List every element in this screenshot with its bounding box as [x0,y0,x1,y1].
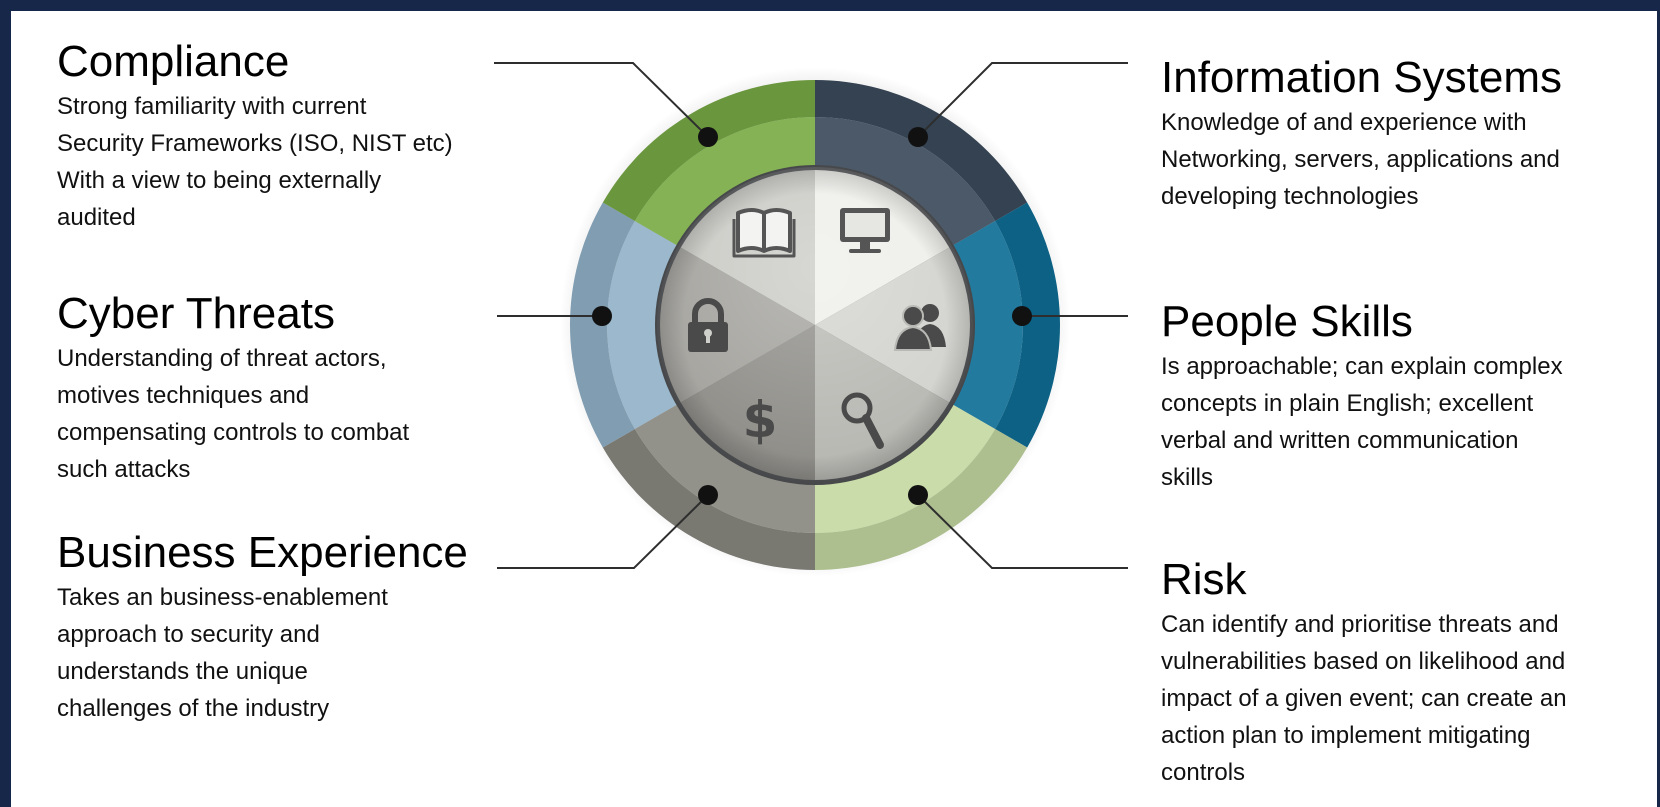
business-experience-title: Business Experience [57,528,468,577]
ring-segment-risk [602,429,815,570]
people-skills-block: People Skills Is approachable; can expla… [1161,296,1641,496]
inner-ring-segment-risk [634,404,815,533]
people-skills-line: skills [1161,464,1213,491]
risk-line: Can identify and prioritise threats and [1161,611,1559,638]
information-systems-description: Knowledge of and experience with Network… [1161,104,1641,215]
ring-segment-compliance [815,80,1028,221]
compliance-line: Security Frameworks (ISO, NIST etc) [57,130,453,157]
cyber-threats-line: such attacks [57,456,191,483]
business-experience-line: understands the unique [57,658,308,685]
inner-ring-segment-compliance [815,117,996,246]
cyber-threats-title: Cyber Threats [57,289,335,338]
cyber-threats-line: compensating controls to combat [57,419,410,446]
people-skills-line: verbal and written communication [1161,427,1519,454]
connector-dot-compliance [698,127,718,147]
connector-dot-risk [908,485,928,505]
business-experience-line: Takes an business-enablement [57,584,388,611]
ring-segment-information-systems [995,202,1060,448]
information-systems-line: Knowledge of and experience with [1161,109,1527,136]
wheel-inner-ring [607,117,1024,533]
cyber-threats-line: Understanding of threat actors, [57,345,387,372]
magnifier-icon [841,392,884,449]
dollar-icon: $ [743,391,778,449]
connector-dot-information-systems [908,127,928,147]
compliance-line: audited [57,204,136,231]
business-experience-line: challenges of the industry [57,695,330,722]
book-icon [732,208,796,258]
cyber-threats-line: motives techniques and [57,382,310,409]
cyber-threats-description: Understanding of threat actors, motives … [57,340,497,488]
compliance-description: Strong familiarity with current Security… [57,88,517,236]
padlock-icon [688,298,728,352]
compliance-line: Strong familiarity with current [57,93,367,120]
connector-dot-people-skills [1012,306,1032,326]
people-skills-title: People Skills [1161,297,1413,346]
risk-line: controls [1161,759,1246,786]
people-skills-description: Is approachable; can explain complex con… [1161,348,1641,496]
information-systems-block: Information Systems Knowledge of and exp… [1161,52,1641,215]
risk-line: action plan to implement mitigating [1161,722,1531,749]
risk-description: Can identify and prioritise threats and … [1161,606,1656,791]
risk-block: Risk Can identify and prioritise threats… [1161,554,1656,791]
compliance-title: Compliance [57,37,290,86]
business-experience-line: approach to security and [57,621,320,648]
people-skills-line: concepts in plain English; excellent [1161,390,1534,417]
risk-title: Risk [1161,555,1247,604]
compliance-block: Compliance Strong familiarity with curre… [57,36,517,236]
risk-line: vulnerabilities based on likelihood and [1161,648,1566,675]
monitor-icon [840,208,890,253]
connector-compliance [494,62,709,138]
people-icon [893,304,946,351]
connector-information-systems [917,62,1128,138]
inner-ring-segment-information-systems [951,221,1024,429]
inner-ring-segment-people-skills [815,404,996,533]
inner-ring-segment-cyber-threats [634,117,815,246]
information-systems-line: Networking, servers, applications and [1161,146,1560,173]
connector-risk [917,494,1128,569]
ring-segment-people-skills [815,429,1028,570]
connector-business-experience [497,494,709,569]
people-skills-line: Is approachable; can explain complex [1161,353,1563,380]
wheel-outer-ring [570,79,1060,570]
svg-text:$: $ [743,391,778,449]
compliance-line: With a view to being externally [57,167,382,194]
connector-dot-business-experience [698,485,718,505]
connector-dot-cyber-threats [592,306,612,326]
information-systems-title: Information Systems [1161,53,1563,102]
ring-segment-cyber-threats [602,79,815,221]
business-experience-description: Takes an business-enablement approach to… [57,579,497,727]
cyber-threats-block: Cyber Threats Understanding of threat ac… [57,288,497,488]
inner-ring-segment-business-experience [607,221,679,429]
business-experience-block: Business Experience Takes an business-en… [57,527,497,727]
information-systems-line: developing technologies [1161,183,1419,210]
risk-line: impact of a given event; can create an [1161,685,1567,712]
